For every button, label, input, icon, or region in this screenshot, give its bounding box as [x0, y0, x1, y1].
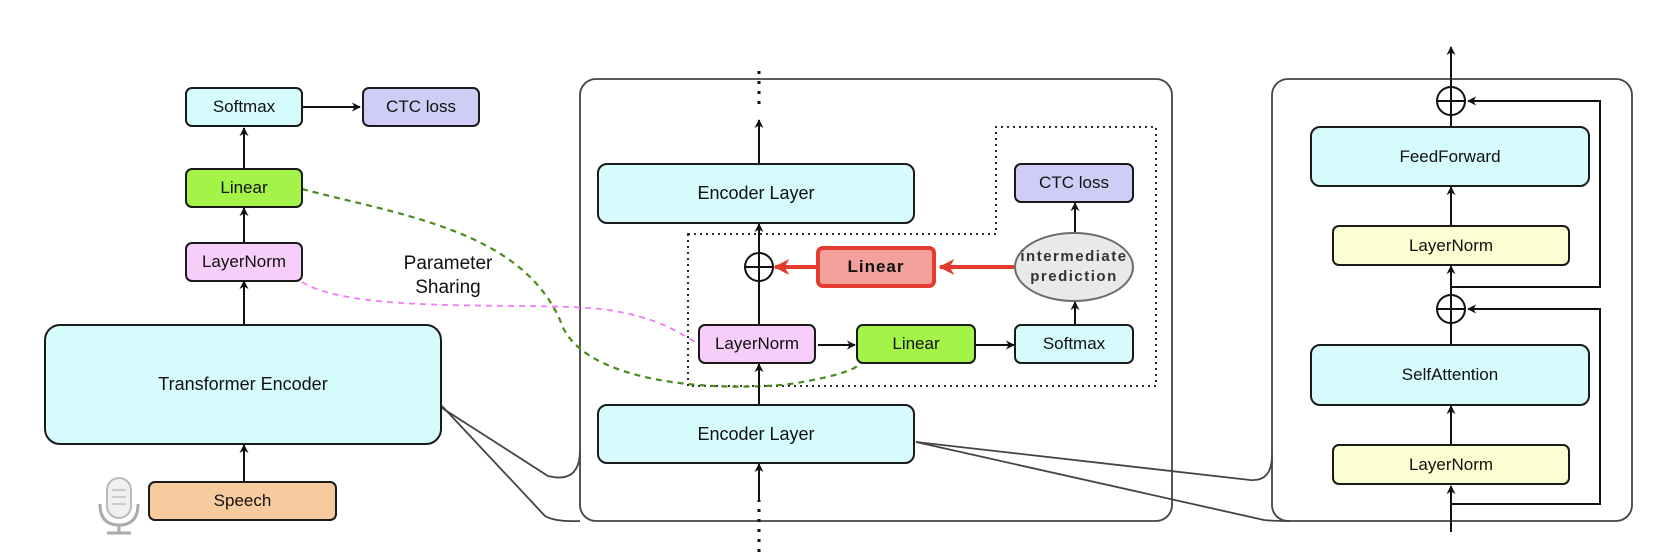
left-linear-box: Linear — [185, 168, 303, 208]
residual-upper — [1451, 96, 1601, 288]
speech-label: Speech — [213, 491, 272, 510]
right-layernorm-bottom-label: LayerNorm — [1408, 454, 1494, 474]
right-layernorm-top-label: LayerNorm — [1408, 235, 1494, 255]
zoom-connector-upper — [441, 407, 581, 479]
intermediate-prediction-ellipse: intermediate prediction — [1014, 232, 1134, 302]
left-linear-label: Linear — [220, 178, 268, 197]
transformer-encoder-box: Transformer Encoder — [44, 324, 442, 445]
intermediate-label: intermediate — [1020, 248, 1128, 265]
mid-ctc-loss-label: CTC loss — [1039, 173, 1109, 192]
transformer-encoder-label: Transformer Encoder — [158, 374, 328, 394]
mid-layernorm-label: LayerNorm — [714, 334, 800, 353]
left-softmax-box: Softmax — [185, 87, 303, 127]
left-layernorm-label: LayerNorm — [201, 252, 287, 271]
mid-layernorm-box: LayerNorm — [698, 324, 816, 364]
left-ctc-loss-box: CTC loss — [362, 87, 480, 127]
left-ctc-loss-label: CTC loss — [386, 97, 456, 116]
selfattention-box: SelfAttention — [1310, 344, 1590, 406]
encoder-layer-top-box: Encoder Layer — [597, 163, 915, 224]
left-layernorm-box: LayerNorm — [185, 242, 303, 282]
mid-linear-box: Linear — [856, 324, 976, 364]
parameter-label: Parameter — [403, 253, 493, 274]
encoder-layer-bottom-label: Encoder Layer — [697, 423, 815, 444]
mid-softmax-label: Softmax — [1042, 334, 1106, 353]
encoder-layer-top-label: Encoder Layer — [697, 183, 815, 203]
zoom-connector-right-lower — [915, 441, 1291, 522]
param-sharing-green-curve — [301, 187, 859, 388]
zoom-connector-lower — [441, 405, 581, 523]
encoder-stack-panel — [579, 78, 1173, 522]
encoder-layer-bottom-box: Encoder Layer — [597, 404, 915, 464]
parameter-sharing-label: Parameter Sharing — [388, 252, 508, 300]
right-layernorm-bottom-box: LayerNorm — [1332, 444, 1570, 485]
left-softmax-label: Softmax — [212, 97, 276, 116]
intermediate-region-outline — [687, 126, 1157, 387]
prediction-label: prediction — [1030, 268, 1118, 285]
selfattention-label: SelfAttention — [1401, 365, 1499, 384]
red-linear-label: Linear — [847, 257, 905, 276]
mid-ctc-loss-box: CTC loss — [1014, 163, 1134, 203]
sharing-label: Sharing — [415, 277, 481, 298]
zoom-connector-right-upper — [915, 441, 1273, 481]
speech-box: Speech — [148, 481, 337, 521]
microphone-icon — [98, 477, 140, 535]
mid-linear-label: Linear — [892, 334, 940, 353]
feedforward-box: FeedForward — [1310, 126, 1590, 187]
residual-lower — [1451, 304, 1601, 505]
right-layernorm-top-box: LayerNorm — [1332, 225, 1570, 266]
mid-softmax-box: Softmax — [1014, 324, 1134, 364]
param-sharing-pink-curve — [301, 281, 701, 346]
feedforward-label: FeedForward — [1399, 146, 1501, 166]
red-linear-box: Linear — [816, 246, 936, 288]
